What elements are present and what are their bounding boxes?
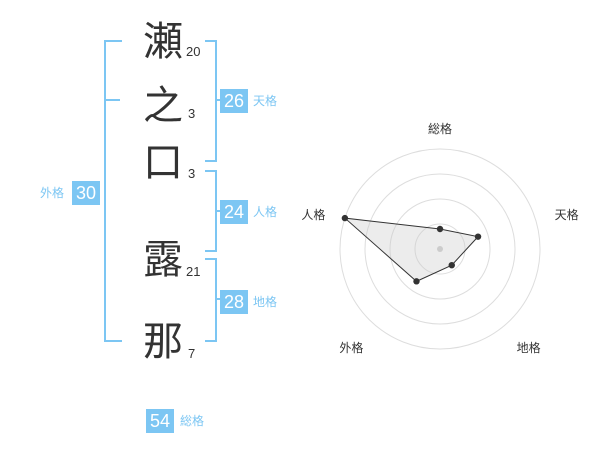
jinkaku-value: 24 — [220, 200, 248, 224]
radar-axis-label-4: 外格 — [339, 340, 363, 355]
radar-point-1 — [436, 225, 444, 233]
radar-axis-label-2: 天格 — [555, 207, 579, 222]
gaikaku-bracket — [104, 40, 122, 342]
name-char-3: 口 — [143, 140, 183, 186]
soukaku-value: 54 — [146, 409, 174, 433]
radar-ring-4 — [339, 148, 541, 350]
name-char-4-strokes: 21 — [186, 264, 201, 279]
jinkaku-label: 人格 — [253, 205, 278, 219]
radar-point-4 — [413, 278, 420, 285]
tenkaku-value: 26 — [220, 89, 248, 113]
radar-axis-label-1: 総格 — [428, 121, 452, 136]
gaikaku-bracket-divider — [104, 99, 120, 101]
radar-area — [343, 217, 480, 282]
name-char-1-strokes: 20 — [186, 44, 201, 59]
name-char-5-strokes: 7 — [188, 346, 196, 361]
gaikaku-label: 外格 — [40, 186, 65, 200]
radar-axis-label-3: 地格 — [517, 340, 541, 355]
name-char-4: 露 — [143, 237, 183, 283]
radar-center — [437, 246, 443, 252]
chikaku-bracket-stem — [215, 298, 221, 300]
chikaku-label: 地格 — [253, 295, 278, 309]
tenkaku-bracket-stem — [215, 99, 221, 101]
radar-ring-1 — [414, 223, 466, 275]
radar-axis-label-5: 人格 — [301, 207, 325, 222]
name-char-3-strokes: 3 — [188, 166, 196, 181]
tenkaku-bracket — [205, 40, 217, 162]
soukaku-label: 総格 — [180, 414, 205, 428]
radar-ring-3 — [364, 173, 516, 325]
name-char-5: 那 — [143, 319, 183, 365]
chikaku-value: 28 — [220, 290, 248, 314]
gaikaku-value: 30 — [72, 181, 100, 205]
radar-point-3 — [448, 261, 455, 269]
jinkaku-bracket-stem — [215, 210, 221, 212]
name-char-2-strokes: 3 — [188, 106, 196, 121]
radar-point-2 — [474, 233, 482, 240]
name-char-2: 之 — [143, 83, 183, 129]
radar-point-5 — [341, 214, 349, 222]
radar-ring-2 — [389, 198, 491, 300]
name-char-1: 瀬 — [143, 19, 183, 65]
tenkaku-label: 天格 — [253, 94, 278, 108]
chikaku-bracket — [205, 258, 217, 342]
